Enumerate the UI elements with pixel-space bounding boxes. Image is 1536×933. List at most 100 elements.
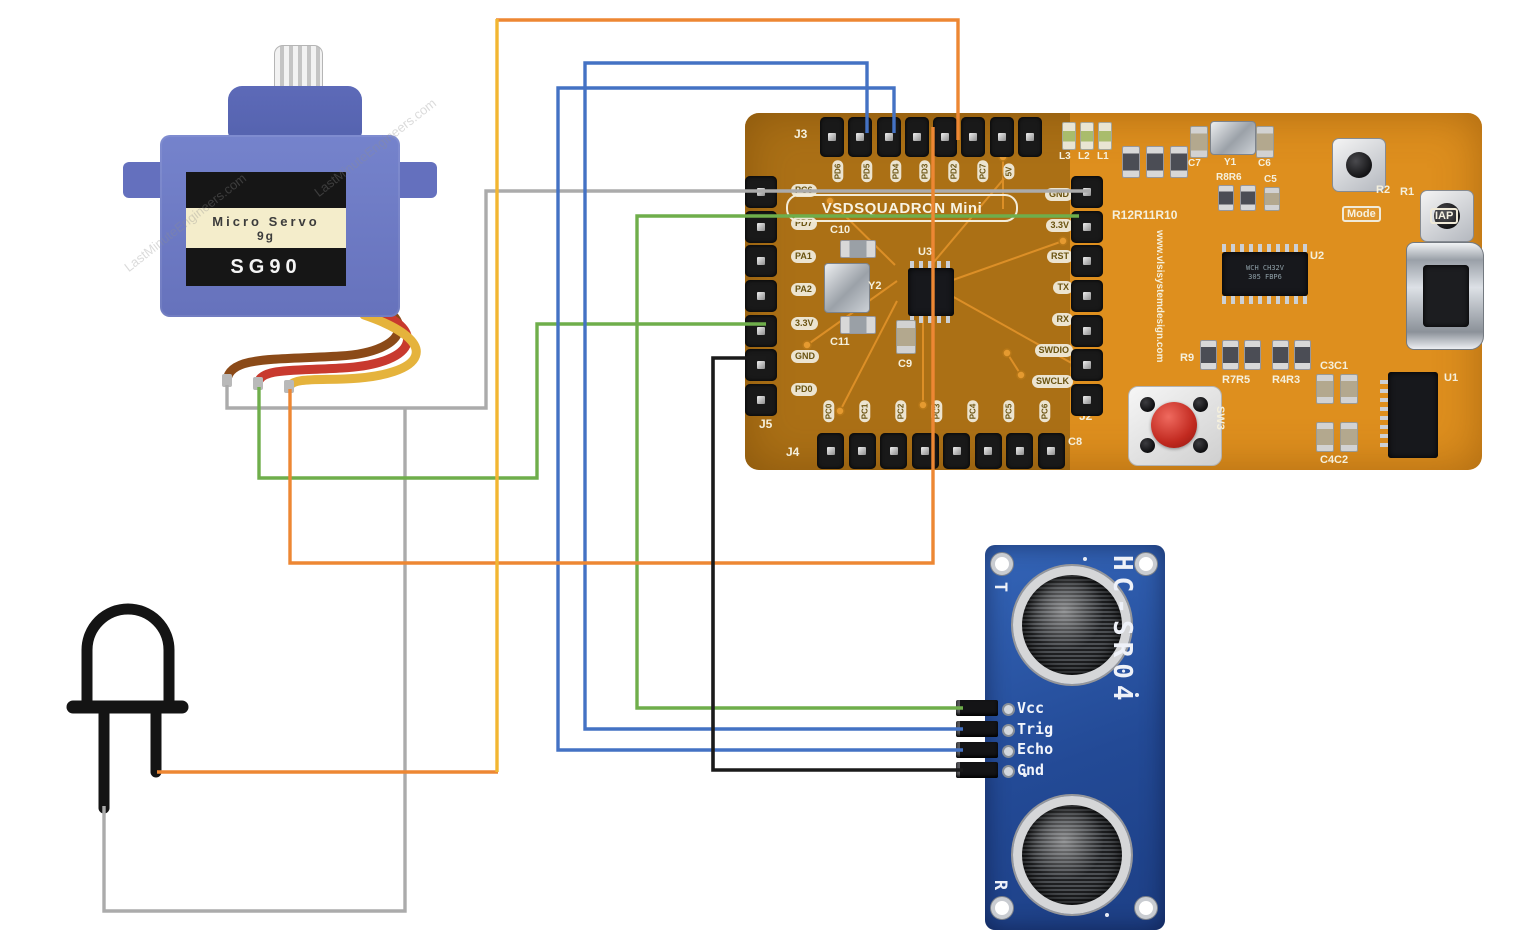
mounting-hole — [1135, 897, 1157, 919]
solder-pad — [1002, 745, 1015, 758]
label-l2: L2 — [1078, 151, 1090, 162]
sensor-pin-label-trig: Trig — [1017, 719, 1054, 738]
iap-button-cap — [1434, 203, 1460, 229]
j4-pin-label-pc6: PC6 — [1039, 400, 1051, 422]
cap-c9 — [896, 320, 916, 354]
res-r7 — [1222, 340, 1239, 370]
res-group-r9 — [1200, 340, 1217, 370]
label-r7r5: R7R5 — [1222, 374, 1251, 386]
usb-slot — [1423, 265, 1469, 327]
sw3-pin-dot — [1140, 438, 1155, 453]
u3-pins-bottom — [910, 316, 952, 323]
silkscreen-dot — [1083, 557, 1087, 561]
label-y1: Y1 — [1224, 157, 1237, 168]
header-j5 — [745, 176, 777, 416]
res-r3 — [1294, 340, 1311, 370]
wire-led-cathode-gnd — [102, 408, 407, 913]
label-c5: C5 — [1264, 174, 1277, 185]
j2-pin-label-rx: RX — [1052, 312, 1073, 326]
label-j3: J3 — [794, 127, 808, 141]
sw3-red-button — [1151, 402, 1197, 448]
j4-pin-label-pc3: PC3 — [931, 400, 943, 422]
servo-label-band: Micro Servo 9g — [186, 208, 346, 248]
u3-chip — [908, 268, 954, 316]
label-r2: R2 — [1376, 184, 1391, 196]
j4-pin-label-pc5: PC5 — [1003, 400, 1015, 422]
j3-pin-label-pc7: PC7 — [977, 160, 989, 182]
sensor-pin-trig — [956, 721, 998, 737]
u2-marking-line2: 305 FBP6 — [1248, 273, 1282, 281]
label-u3: U3 — [918, 246, 933, 258]
servo-model-text: SG90 — [230, 256, 302, 278]
label-mode: Mode — [1342, 206, 1381, 222]
u1-pins — [1380, 380, 1388, 450]
cap-c7 — [1190, 126, 1208, 158]
j2-pin-label-gnd: GND — [1045, 188, 1073, 201]
solder-pad — [1002, 703, 1015, 716]
servo-label-line1: Micro Servo — [212, 213, 320, 229]
u3-pins-top — [910, 261, 952, 268]
sensor-pin-vcc — [956, 700, 998, 716]
mode-button-cap — [1346, 152, 1372, 178]
crystal-y1 — [1210, 121, 1256, 155]
sensor-pin-echo — [956, 742, 998, 758]
res-r6 — [1240, 185, 1256, 211]
silkscreen-dot — [1105, 913, 1109, 917]
solder-pad — [1002, 724, 1015, 737]
sensor-pin-label-echo: Echo — [1017, 740, 1054, 759]
j4-pin-label-pc0: PC0 — [823, 400, 835, 422]
j2-pin-label-3.3v: 3.3V — [1046, 219, 1073, 233]
transmitter-t-label: T — [990, 581, 1011, 593]
label-l3: L3 — [1059, 151, 1071, 162]
header-j4 — [817, 433, 1065, 469]
j4-pin-label-pc4: PC4 — [967, 400, 979, 422]
servo-label-line2: 9g — [256, 228, 275, 243]
label-iap: IAP — [1430, 208, 1459, 224]
wire-servo-power-3v3 — [257, 322, 766, 480]
ultrasonic-receiver — [1013, 796, 1131, 914]
label-c3c1: C3C1 — [1320, 360, 1349, 372]
led-symbol — [66, 603, 189, 814]
servo-shaft — [274, 45, 323, 90]
label-c11: C11 — [830, 336, 850, 348]
cap-c3 — [1316, 374, 1334, 404]
cable-ferrule — [222, 374, 232, 387]
label-r9: R9 — [1180, 352, 1195, 364]
label-c4c2: C4C2 — [1320, 454, 1349, 466]
j3-pin-label-pd5: PD5 — [861, 160, 873, 182]
j3-pin-label-5v: 5V — [1003, 163, 1015, 179]
label-j5: J5 — [759, 417, 773, 431]
u2-chip: WCH CH32V 305 FBP6 — [1222, 252, 1308, 296]
u2-pins-bottom — [1222, 296, 1308, 304]
j5-pin-label-pd0: PD0 — [791, 382, 817, 396]
sw3-pin-dot — [1193, 397, 1208, 412]
servo-gear-housing — [228, 86, 362, 138]
res-r8 — [1218, 185, 1234, 211]
mounting-hole — [991, 897, 1013, 919]
j3-pin-label-pd6: PD6 — [832, 160, 844, 182]
mounting-hole — [991, 553, 1013, 575]
u2-marking-line1: WCH CH32V — [1246, 264, 1284, 272]
board-title: VSDSQUADRON Mini — [786, 194, 1018, 222]
label-c9: C9 — [898, 358, 913, 370]
res-r10 — [1170, 146, 1188, 178]
label-r1: R1 — [1400, 186, 1415, 198]
j2-pin-label-swclk: SWCLK — [1032, 374, 1073, 388]
sw3-pin-dot — [1140, 397, 1155, 412]
cap-c4 — [1316, 422, 1334, 452]
label-r12r11r10: R12R11R10 — [1112, 208, 1178, 222]
label-j4: J4 — [786, 445, 800, 459]
label-c7: C7 — [1188, 158, 1201, 169]
board-website-text: www.vlsisystemdesign.com — [1154, 230, 1165, 363]
crystal-y2 — [824, 263, 870, 313]
label-c6: C6 — [1258, 158, 1271, 169]
header-j2 — [1071, 176, 1103, 416]
sensor-model-text: HC-SR04 — [1107, 555, 1137, 707]
header-j3 — [820, 117, 1042, 157]
